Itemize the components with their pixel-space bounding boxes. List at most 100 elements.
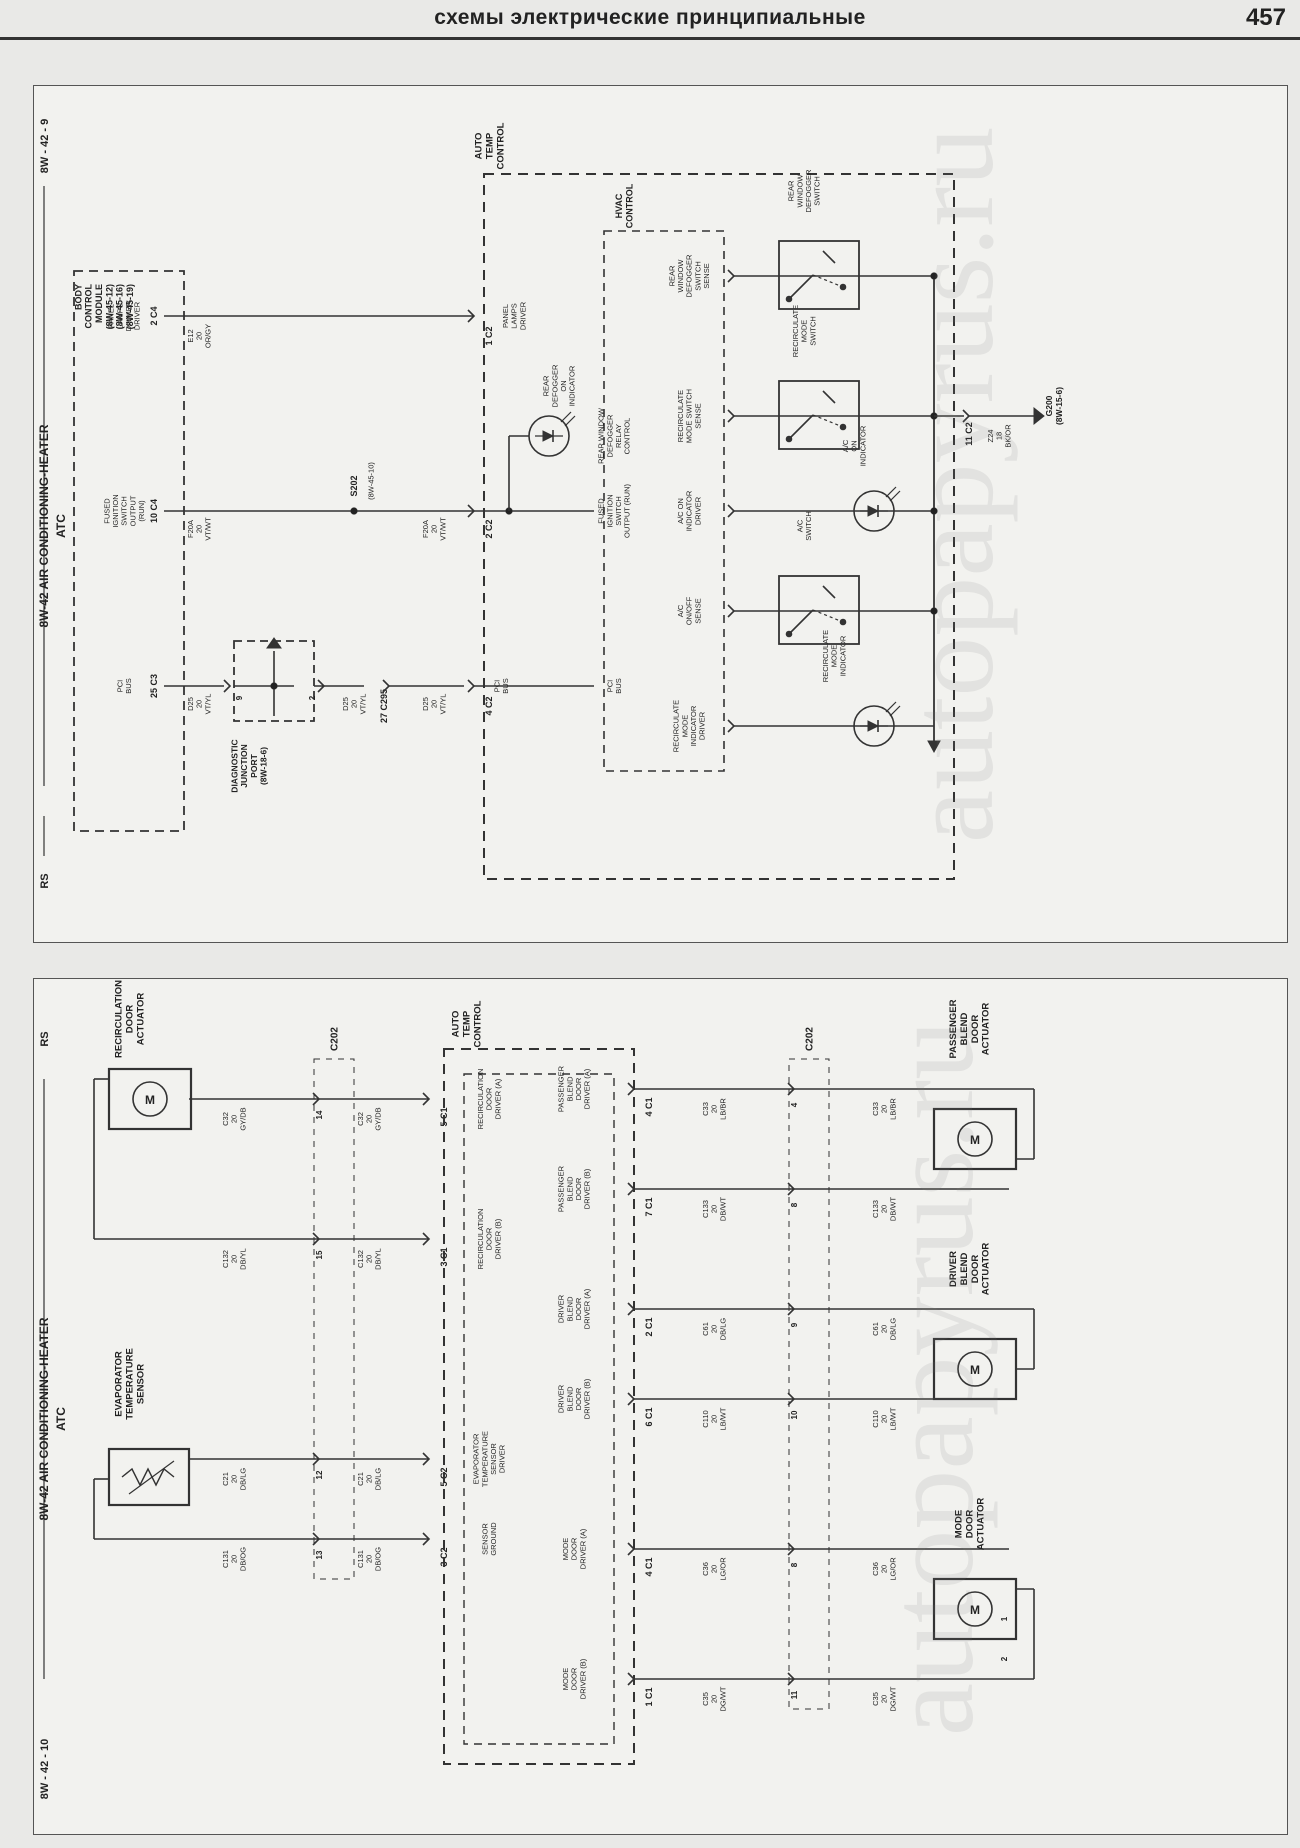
connector-chevron [727,504,736,518]
label-line: CONTROL [84,284,94,329]
label-line: 8W-42 AIR CONDITIONING-HEATER [37,1317,51,1520]
label-line: 4 [790,1102,799,1107]
label-line: DOOR [970,1015,981,1044]
corner-label: 8W - 42 - 9 [39,119,51,173]
label-line: DRIVER (A) [578,1528,587,1569]
switch-pivot [785,630,793,638]
label-line: 20 [880,1415,889,1423]
label-line: DOOR [485,1227,494,1250]
label-line: C132 [221,1250,230,1268]
connector-c2-panel-lamps: 1 C2 [484,326,494,345]
recirculate-mode-switch [778,380,860,450]
motor-letter: M [970,1603,980,1617]
label-line: C202 [805,1027,816,1051]
c202-cavity: 8 [790,1562,799,1567]
label-line: DG/WT [718,1686,727,1711]
label-line: (RUN) [137,500,146,522]
mode-door-actuator-box [932,1577,1018,1641]
label-line: DB/LG [888,1318,897,1341]
label-line: DOOR [485,1087,494,1110]
label-line: 1 C2 [484,326,494,345]
connector-chevron [787,1082,796,1096]
connector-chevron [467,309,476,323]
djp-pin: 9 [235,695,244,700]
label-line: LG/OR [888,1557,897,1581]
label-line: 1 C1 [644,1687,654,1706]
label-line: RECIRCULATE [791,305,800,357]
label-line: C33 [871,1102,880,1116]
label-line: ON [559,380,568,391]
label-line: MODE [830,645,839,668]
label-line: DIMMER [124,300,133,331]
motor-letter: M [970,1133,980,1147]
corner-label: RS [39,873,51,888]
label-line: DOOR [570,1667,579,1690]
label-line: C36 [701,1562,710,1576]
label-line: 20 [230,1255,239,1263]
label-line: DIAGNOSTIC [229,739,239,792]
auto-temp-control-box [483,173,955,880]
bcm-connector-pin: 2 C4 [149,306,159,325]
light-ray [885,701,897,713]
label-line: REAR [542,375,551,396]
label-line: PCI [605,680,614,693]
label-line: PCI [492,680,501,693]
label-line: RECIRCULATION [476,1209,485,1270]
label-line: ACTUATOR [975,1498,986,1551]
c202-cavity: 14 [315,1110,324,1119]
connector-chevron [787,1542,796,1556]
label-line: IGNITION [605,494,614,527]
label-line: INDICATOR [568,365,577,406]
label-line: INDICATOR [838,635,847,676]
label-line: 8 [790,1202,799,1207]
diagram-title: 8W-42 AIR CONDITIONING-HEATER [37,424,51,627]
watermark: autopapyrus.ru [885,126,1019,844]
c202-label: C202 [805,1027,816,1051]
label-line: 20 [710,1105,719,1113]
label-line: M [145,1093,155,1107]
label-line: PASSENGER [948,999,959,1058]
connector-chevron [727,604,736,618]
connector-chevron [317,679,326,693]
label-line: PANEL [501,304,510,328]
label-line: INDICATOR [685,490,694,531]
label-line: 4 C1 [644,1557,654,1576]
label-line: MODE [680,715,689,738]
label-line: DOOR [970,1255,981,1284]
label-line: MODE SWITCH [685,389,694,443]
ac-on-indicator [853,490,895,532]
connector-chevron [312,1532,321,1546]
label-line: C32 [221,1112,230,1126]
label-line: FUSED [102,498,111,524]
label-line: PCI [115,680,124,693]
djp-pin: 2 [308,695,317,700]
label-line: REAR [667,265,676,286]
label-line: PASSENGER [557,1065,566,1112]
rear-window-defogger-switch [778,240,860,310]
label-line: GY/DB [373,1107,382,1130]
label-line: C32 [356,1112,365,1126]
bus-arrow [927,740,941,754]
label-line: 10 [790,1410,799,1419]
label-line: LG/OR [718,1557,727,1581]
label-line: C131 [221,1550,230,1568]
motor-symbol [957,1591,993,1627]
label-line: 20 [230,1555,239,1563]
c202-cavity: 9 [790,1322,799,1327]
switch-terminal [839,618,847,626]
label-line: DRIVER (A) [583,1288,592,1329]
